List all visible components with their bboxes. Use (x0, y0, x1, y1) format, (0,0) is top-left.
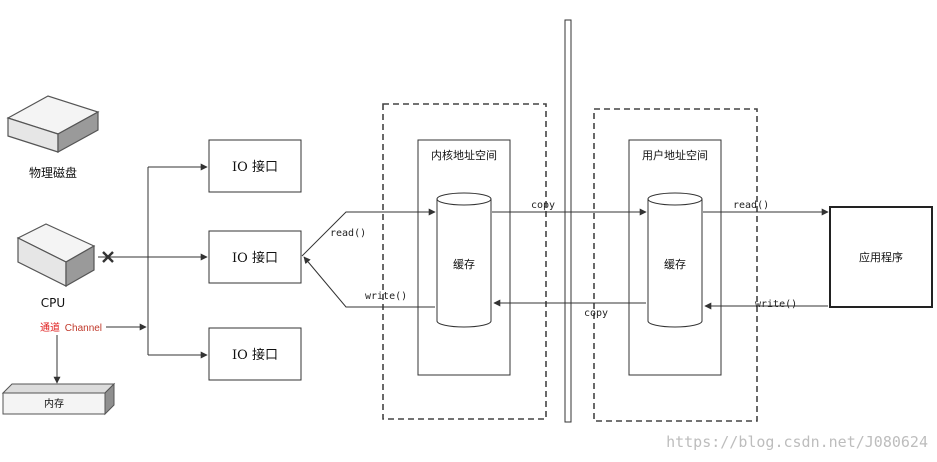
application-label: 应用程序 (859, 250, 903, 264)
memory-label: 内存 (44, 397, 64, 410)
io-interface-bottom: IO 接口 (208, 327, 302, 381)
cpu-icon (16, 223, 96, 288)
channel-name: Channel (65, 323, 102, 334)
kernel-space-dashed-frame (382, 103, 547, 420)
read-kernel-label: read() (330, 228, 366, 239)
io-interface-bottom-label: IO 接口 (232, 347, 278, 363)
disk-label: 物理磁盘 (29, 165, 77, 180)
copy-bottom-label: copy (584, 308, 608, 319)
write-kernel-label: write() (365, 291, 407, 302)
disk-icon (6, 95, 100, 154)
io-interface-middle: IO 接口 (208, 230, 302, 284)
copy-top-label: copy (531, 200, 555, 211)
application-box (829, 206, 933, 308)
io-interface-top-label: IO 接口 (232, 159, 278, 175)
channel-prefix: 通道 (40, 321, 60, 334)
kernel-buffer-label: 缓存 (453, 257, 475, 271)
channel-label: 通道 Channel (40, 321, 102, 334)
io-interface-middle-label: IO 接口 (232, 250, 278, 266)
kernel-buffer-cylinder (436, 192, 492, 328)
space-divider (564, 19, 572, 423)
kernel-space-label: 内核地址空间 (431, 148, 497, 162)
watermark: https://blog.csdn.net/J080624 (666, 433, 928, 451)
cpu-label: CPU (41, 296, 65, 310)
io-interface-top: IO 接口 (208, 139, 302, 193)
user-space-dashed-frame (593, 108, 758, 422)
memory-icon (1, 382, 116, 416)
blocked-x-icon (102, 251, 114, 263)
read-app-label: read() (733, 200, 769, 211)
read-arrow-kernel (301, 208, 436, 257)
write-arrow-kernel (303, 256, 435, 308)
write-app-label: write() (755, 299, 797, 310)
user-buffer-cylinder (647, 192, 703, 328)
user-buffer-label: 缓存 (664, 257, 686, 271)
user-space-label: 用户地址空间 (642, 148, 708, 162)
